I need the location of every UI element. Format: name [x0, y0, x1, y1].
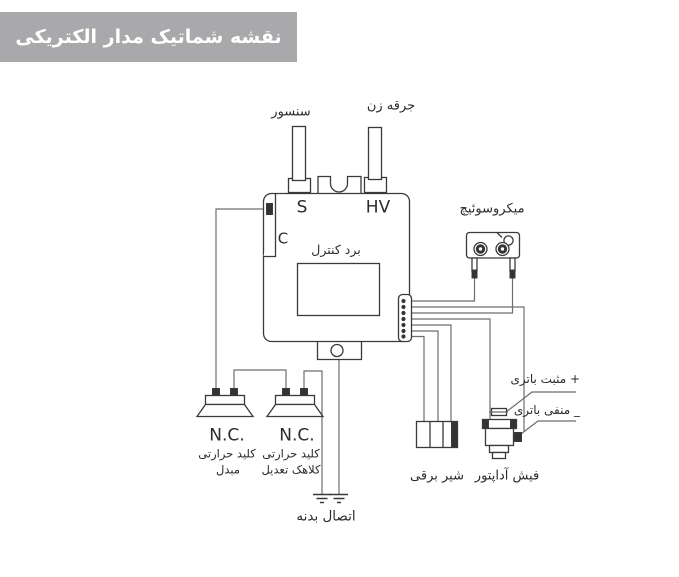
sensor-label: سنسور — [271, 104, 311, 120]
page-title: نقشه شماتیک مدار الکتریکی — [0, 12, 297, 62]
solenoid-valve — [415, 420, 459, 449]
wire-c-to-left-switch — [215, 208, 267, 388]
control-board-box — [262, 125, 413, 361]
igniter-label: جرقه زن — [366, 98, 416, 114]
battery-positive-label: مثبت باتری + — [510, 372, 581, 386]
adapter-plug — [481, 407, 522, 460]
switch-cone — [265, 403, 325, 418]
nc-right-label: N.C. — [279, 425, 315, 446]
connector-pin — [401, 328, 406, 334]
microswitch-lever — [496, 232, 503, 238]
adapter-terminal — [510, 419, 517, 429]
thermal-switch-right-label: کلید حرارتی — [262, 446, 320, 461]
thermal-switch-exchanger — [195, 388, 255, 418]
switch-terminal — [282, 388, 290, 396]
adapter-plug-tip — [491, 451, 507, 460]
microswitch — [465, 231, 521, 279]
microswitch-label: میکروسوئیچ — [459, 201, 525, 217]
switch-collar — [274, 394, 316, 406]
microswitch-terminal-tip — [471, 269, 478, 279]
microswitch-roller — [503, 235, 514, 246]
board-inner-rect — [296, 262, 381, 317]
solenoid-end-band — [451, 421, 458, 448]
chassis-ground-icon — [313, 493, 348, 504]
microswitch-hole — [478, 247, 483, 251]
adapter-body — [484, 427, 515, 447]
switch-terminal — [300, 388, 308, 396]
terminal-s-label: S — [296, 197, 308, 218]
connector-pin — [401, 322, 406, 328]
adapter-plug-barrel — [488, 444, 510, 454]
microswitch-terminal — [509, 257, 516, 272]
pointer-battery-negative — [520, 420, 576, 435]
switch-terminal — [230, 388, 238, 396]
switch-collar — [204, 394, 246, 406]
solenoid-valve-label: شیر برقی — [410, 468, 464, 484]
connector-pin — [401, 304, 406, 310]
wire-pin3-microswitch — [404, 277, 514, 314]
wire-pin2-negative — [404, 306, 525, 432]
chassis-ground-label: اتصال بدنه — [296, 508, 356, 525]
adapter-terminal-negative — [514, 432, 522, 442]
sensor-electrode — [291, 125, 307, 182]
connector-pin — [401, 298, 406, 304]
adapter-terminal-positive — [482, 419, 489, 429]
wire-pin4-positive — [404, 318, 491, 419]
connector-pin — [401, 310, 406, 316]
draft-hood-label: کلاهک تعدیل — [261, 462, 321, 477]
wire-switch-to-switch — [233, 369, 287, 388]
adapter-plug-label: فیش آداپتور — [474, 468, 540, 484]
microswitch-terminal-tip — [509, 269, 516, 279]
nc-left-label: N.C. — [209, 425, 245, 446]
microswitch-hole — [500, 247, 505, 251]
microswitch-terminal — [471, 257, 478, 272]
thermal-switch-left-label: کلید حرارتی — [198, 446, 256, 461]
wire-pin6-solenoid — [404, 330, 439, 421]
exchanger-label: مبدل — [215, 462, 241, 477]
switch-terminal — [212, 388, 220, 396]
thermal-switch-draft-hood — [265, 388, 325, 418]
terminal-hv-label: HV — [365, 197, 391, 218]
wire-pin7-solenoid — [404, 335, 425, 421]
c-terminal-pin — [266, 203, 273, 215]
battery-negative-label: منفی باتری _ — [513, 403, 580, 417]
switch-cone — [195, 403, 255, 418]
solenoid-segments — [429, 421, 444, 448]
wire-switch-to-ground — [303, 370, 323, 494]
pointer-battery-positive — [505, 391, 576, 413]
wire-pin5-solenoid — [404, 324, 452, 421]
terminal-c-label: C — [277, 229, 289, 248]
wires — [215, 208, 576, 494]
top-mount-tab — [317, 175, 362, 194]
wire-pin1-microswitch — [404, 277, 476, 302]
igniter-electrode — [367, 126, 383, 181]
connector-pin — [401, 334, 406, 339]
control-board-label: برد کنترل — [311, 241, 361, 257]
connector-pin — [401, 316, 406, 322]
mount-hole-icon — [330, 343, 344, 358]
